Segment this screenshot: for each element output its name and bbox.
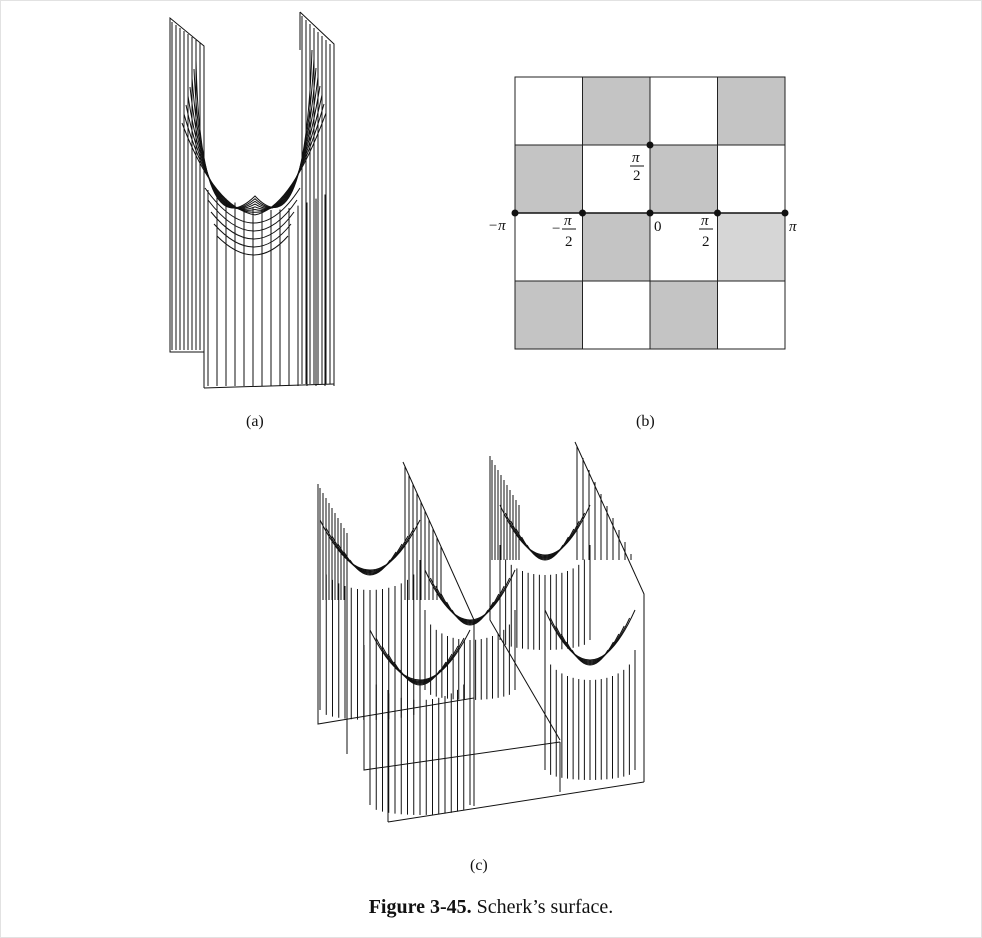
figure-number: Figure 3-45.	[368, 896, 472, 918]
wire-curve	[210, 211, 295, 240]
wire-curve	[571, 649, 609, 666]
wire-curve	[549, 617, 631, 662]
checker-cell	[649, 76, 718, 146]
wire-curve	[399, 669, 441, 686]
panel-a-label: (a)	[246, 413, 264, 430]
wire-curve	[369, 629, 471, 681]
label-neg-pi2-den: 2	[565, 234, 573, 250]
wire-curve	[181, 112, 327, 216]
wire-curve	[331, 535, 409, 573]
axis-point	[511, 209, 519, 217]
checker-cell	[582, 212, 651, 282]
panel-b-checkerboard	[511, 76, 789, 350]
panel-c-surface	[317, 441, 645, 823]
label-pi2-top-den: 2	[633, 168, 641, 184]
wire-curve	[429, 577, 511, 622]
checker-cell	[514, 144, 583, 214]
axis-point	[781, 209, 789, 217]
wire-curve	[435, 585, 505, 623]
sheet-edge	[387, 781, 645, 823]
label-pi2-den: 2	[702, 234, 710, 250]
wire-curve	[510, 520, 580, 558]
wire-curve	[191, 67, 317, 209]
sheet-edge	[317, 484, 475, 725]
wire-curve	[446, 601, 494, 625]
wire-curve	[187, 85, 321, 210]
checker-cell	[717, 280, 786, 350]
wire-curve	[185, 94, 323, 211]
wire-curve	[504, 512, 586, 557]
wire-curve	[560, 633, 620, 664]
checker-cell	[649, 144, 718, 214]
wire-curve	[381, 645, 459, 683]
panel-c-label: (c)	[470, 857, 488, 874]
wire-curve	[216, 235, 289, 256]
label-zero: 0	[654, 219, 662, 235]
label-neg-pi: −π	[488, 218, 506, 234]
wire-curve	[526, 544, 564, 561]
wire-curve	[521, 536, 569, 560]
back-right-sheet	[299, 11, 335, 384]
panel-a-surface	[169, 11, 335, 389]
wire-curve	[499, 504, 591, 556]
label-pi2-top-num: π	[632, 150, 640, 166]
checker-cell	[649, 212, 718, 282]
wire-curve	[189, 76, 319, 210]
checker-cell	[514, 280, 583, 350]
panel-b-label: (b)	[636, 413, 655, 430]
checker-cell	[582, 280, 651, 350]
front-edge	[203, 150, 335, 389]
wire-curve	[451, 609, 489, 626]
wire-curve	[566, 641, 614, 665]
sheet-edge	[574, 441, 645, 782]
wire-curve	[555, 625, 625, 663]
axis-point	[646, 209, 654, 217]
wire-curve	[515, 528, 575, 559]
checker-cell	[582, 144, 651, 214]
wire-curve	[204, 187, 301, 224]
wire-curve	[343, 551, 397, 575]
checker-cell	[717, 144, 786, 214]
wire-curve	[440, 593, 500, 624]
sheet-edge	[489, 456, 561, 741]
wire-curve	[193, 58, 315, 209]
wire-curve	[325, 527, 415, 572]
wire-curve	[213, 223, 292, 248]
axis-point	[646, 141, 654, 149]
wire-curve	[337, 543, 403, 574]
wire-curve	[375, 637, 465, 682]
axis-point	[579, 209, 586, 217]
wire-curve	[393, 661, 447, 685]
wire-curve	[349, 559, 391, 576]
label-neg-pi2-minus: −	[552, 221, 560, 237]
figure-caption: Figure 3-45. Scherk’s surface.	[0, 896, 982, 919]
wire-curve	[207, 199, 298, 232]
back-left-sheet	[169, 16, 205, 353]
checker-cell	[649, 280, 718, 350]
checker-cell	[514, 76, 583, 146]
checker-cell	[582, 76, 651, 146]
figure-caption-text: Scherk’s surface.	[476, 896, 614, 918]
wire-curve	[183, 103, 325, 213]
wire-curve	[424, 569, 516, 621]
label-neg-pi2-num: π	[564, 213, 572, 229]
wire-curve	[387, 653, 453, 684]
axis-point	[714, 209, 721, 217]
checker-cell	[717, 76, 786, 146]
wire-curve	[544, 609, 636, 661]
label-pi2-num: π	[701, 213, 709, 229]
checker-cell	[514, 212, 583, 282]
checker-cell	[717, 212, 786, 282]
sheet-edge	[402, 461, 475, 621]
label-pi: π	[789, 219, 797, 235]
